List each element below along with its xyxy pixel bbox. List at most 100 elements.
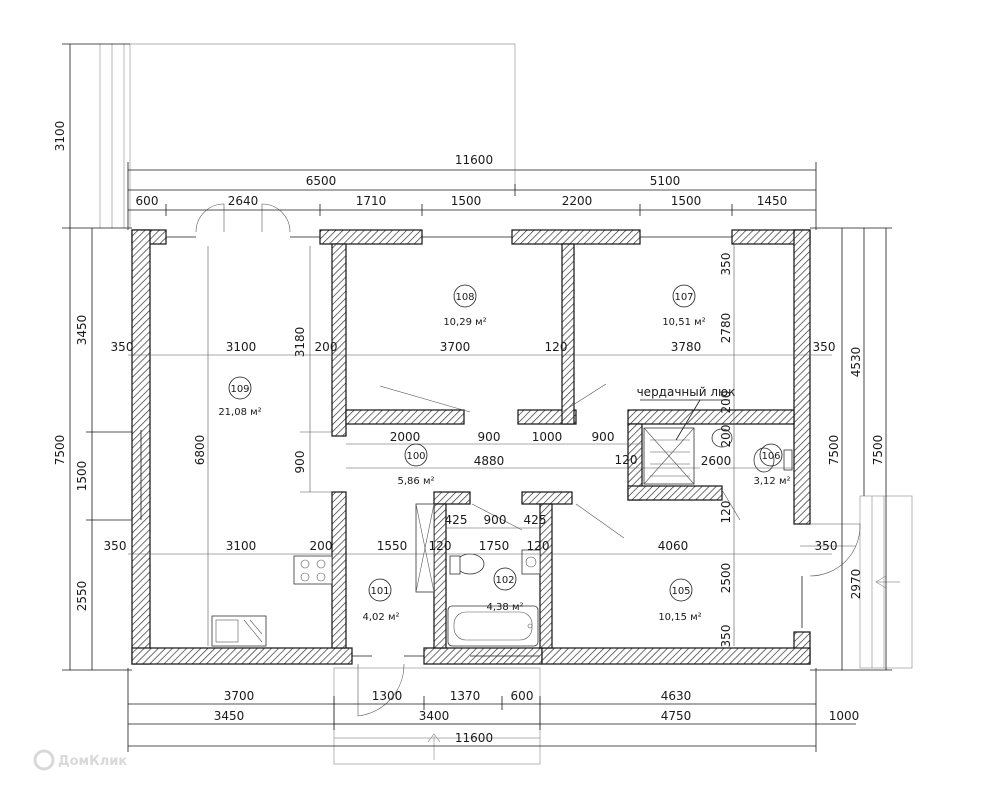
dim-v-350-top: 350 xyxy=(719,253,733,276)
dim-row1: 350 xyxy=(813,340,836,354)
dim-row5: 200 xyxy=(310,539,333,553)
room-labels: 108 10,29 м² 107 10,51 м² 109 21,08 м² 1… xyxy=(218,284,791,623)
watermark: ДомКлик xyxy=(33,749,127,771)
dim-bottom-2: 1000 xyxy=(829,709,860,723)
dim-row4: 425 xyxy=(524,513,547,527)
svg-text:107: 107 xyxy=(674,292,693,303)
room-100: 100 5,86 м² xyxy=(398,443,435,487)
dim-row5: 120 xyxy=(429,539,452,553)
svg-text:10,15 м²: 10,15 м² xyxy=(658,612,701,623)
washbasin-icon xyxy=(521,549,541,575)
svg-text:108: 108 xyxy=(455,292,474,303)
dim-row2: 1000 xyxy=(532,430,563,444)
dim-v-120: 120 xyxy=(719,501,733,524)
dim-row2: 2600 xyxy=(701,454,732,468)
dim-v-900: 900 xyxy=(293,451,307,474)
dim-row5: 3100 xyxy=(226,539,257,553)
dim-row4: 425 xyxy=(445,513,468,527)
dim-top-seg: 1710 xyxy=(356,194,387,208)
room-105: 105 10,15 м² xyxy=(658,578,702,623)
dim-row5: 1750 xyxy=(479,539,510,553)
watermark-text: ДомКлик xyxy=(58,754,127,769)
dim-v-6800: 6800 xyxy=(193,435,207,466)
dim-right-seg: 2970 xyxy=(849,569,863,600)
dim-row5: 350 xyxy=(104,539,127,553)
dim-v-200: 200 xyxy=(719,391,733,414)
dim-bottom-2: 3400 xyxy=(419,709,450,723)
dim-v-350-bot: 350 xyxy=(719,625,733,648)
room-108: 108 10,29 м² xyxy=(443,284,487,328)
dim-bottom-1: 3700 xyxy=(224,689,255,703)
windows xyxy=(140,236,803,657)
dim-row2: 2000 xyxy=(390,430,421,444)
dim-row5: 4060 xyxy=(658,539,689,553)
dim-row3: 4880 xyxy=(474,454,505,468)
dim-row1: 3700 xyxy=(440,340,471,354)
dim-left-seg: 3450 xyxy=(75,315,89,346)
dim-v-3180: 3180 xyxy=(293,327,307,358)
dim-left-seg: 2550 xyxy=(75,581,89,612)
dim-terrace-depth: 3100 xyxy=(53,121,67,152)
dim-top-seg: 1500 xyxy=(671,194,702,208)
dim-bottom-1: 600 xyxy=(511,689,534,703)
stove-icon xyxy=(293,555,333,585)
dim-row2: 900 xyxy=(478,430,501,444)
dim-top-seg: 1450 xyxy=(757,194,788,208)
attic-hatch-note: чердачный люк xyxy=(637,385,736,441)
room-106: 106 3,12 м² xyxy=(754,443,791,487)
svg-text:105: 105 xyxy=(671,586,690,597)
dim-bottom-2: 4750 xyxy=(661,709,692,723)
dim-row1: 3780 xyxy=(671,340,702,354)
dim-v-2500: 2500 xyxy=(719,563,733,594)
dim-top-seg: 1500 xyxy=(451,194,482,208)
svg-text:100: 100 xyxy=(406,451,425,462)
dimension-lines xyxy=(62,43,892,752)
dim-v-200: 200 xyxy=(719,425,733,448)
svg-text:10,29 м²: 10,29 м² xyxy=(443,317,486,328)
dim-row4: 900 xyxy=(484,513,507,527)
room-109: 109 21,08 м² xyxy=(218,376,262,418)
room-102: 102 4,38 м² xyxy=(487,567,524,613)
dim-row5: 1550 xyxy=(377,539,408,553)
dim-left-seg: 1500 xyxy=(75,461,89,492)
doors xyxy=(195,203,861,717)
dim-row2: 900 xyxy=(592,430,615,444)
bathtub-icon xyxy=(447,605,539,647)
dim-row5: 350 xyxy=(815,539,838,553)
dim-row1: 200 xyxy=(315,340,338,354)
svg-text:4,38 м²: 4,38 м² xyxy=(487,602,524,613)
dimension-texts: 11600 6500 5100 600 2640 1710 1500 2200 … xyxy=(53,121,885,745)
dim-bottom-1: 4630 xyxy=(661,689,692,703)
room-107: 107 10,51 м² xyxy=(662,284,706,328)
dim-row5: 120 xyxy=(527,539,550,553)
dim-bottom-1: 1370 xyxy=(450,689,481,703)
svg-text:10,51 м²: 10,51 м² xyxy=(662,317,705,328)
dim-right-total: 7500 xyxy=(827,435,841,466)
svg-text:101: 101 xyxy=(370,586,389,597)
svg-text:4,02 м²: 4,02 м² xyxy=(363,612,400,623)
dim-row1: 120 xyxy=(545,340,568,354)
dim-left-total: 7500 xyxy=(53,435,67,466)
terrace-outline xyxy=(99,43,516,228)
kitchen-sink-icon xyxy=(211,615,267,647)
dim-bottom-1: 1300 xyxy=(372,689,403,703)
dim-top-right-group: 5100 xyxy=(650,174,681,188)
dim-row1: 3100 xyxy=(226,340,257,354)
dim-top-seg: 2640 xyxy=(228,194,259,208)
dim-top-total: 11600 xyxy=(455,153,493,167)
svg-text:5,86 м²: 5,86 м² xyxy=(398,476,435,487)
dim-row2: 120 xyxy=(615,453,638,467)
dim-right-total: 7500 xyxy=(871,435,885,466)
svg-text:106: 106 xyxy=(761,451,780,462)
attic-hatch-label: чердачный люк xyxy=(637,385,736,399)
dim-v-2780: 2780 xyxy=(719,313,733,344)
dim-top-left-group: 6500 xyxy=(306,174,337,188)
room-101: 101 4,02 м² xyxy=(363,578,400,623)
dim-top-seg: 600 xyxy=(136,194,159,208)
dim-bottom-2: 3450 xyxy=(214,709,245,723)
svg-text:109: 109 xyxy=(230,384,249,395)
fixtures xyxy=(211,427,793,647)
svg-text:3,12 м²: 3,12 м² xyxy=(754,476,791,487)
svg-text:102: 102 xyxy=(495,575,514,586)
